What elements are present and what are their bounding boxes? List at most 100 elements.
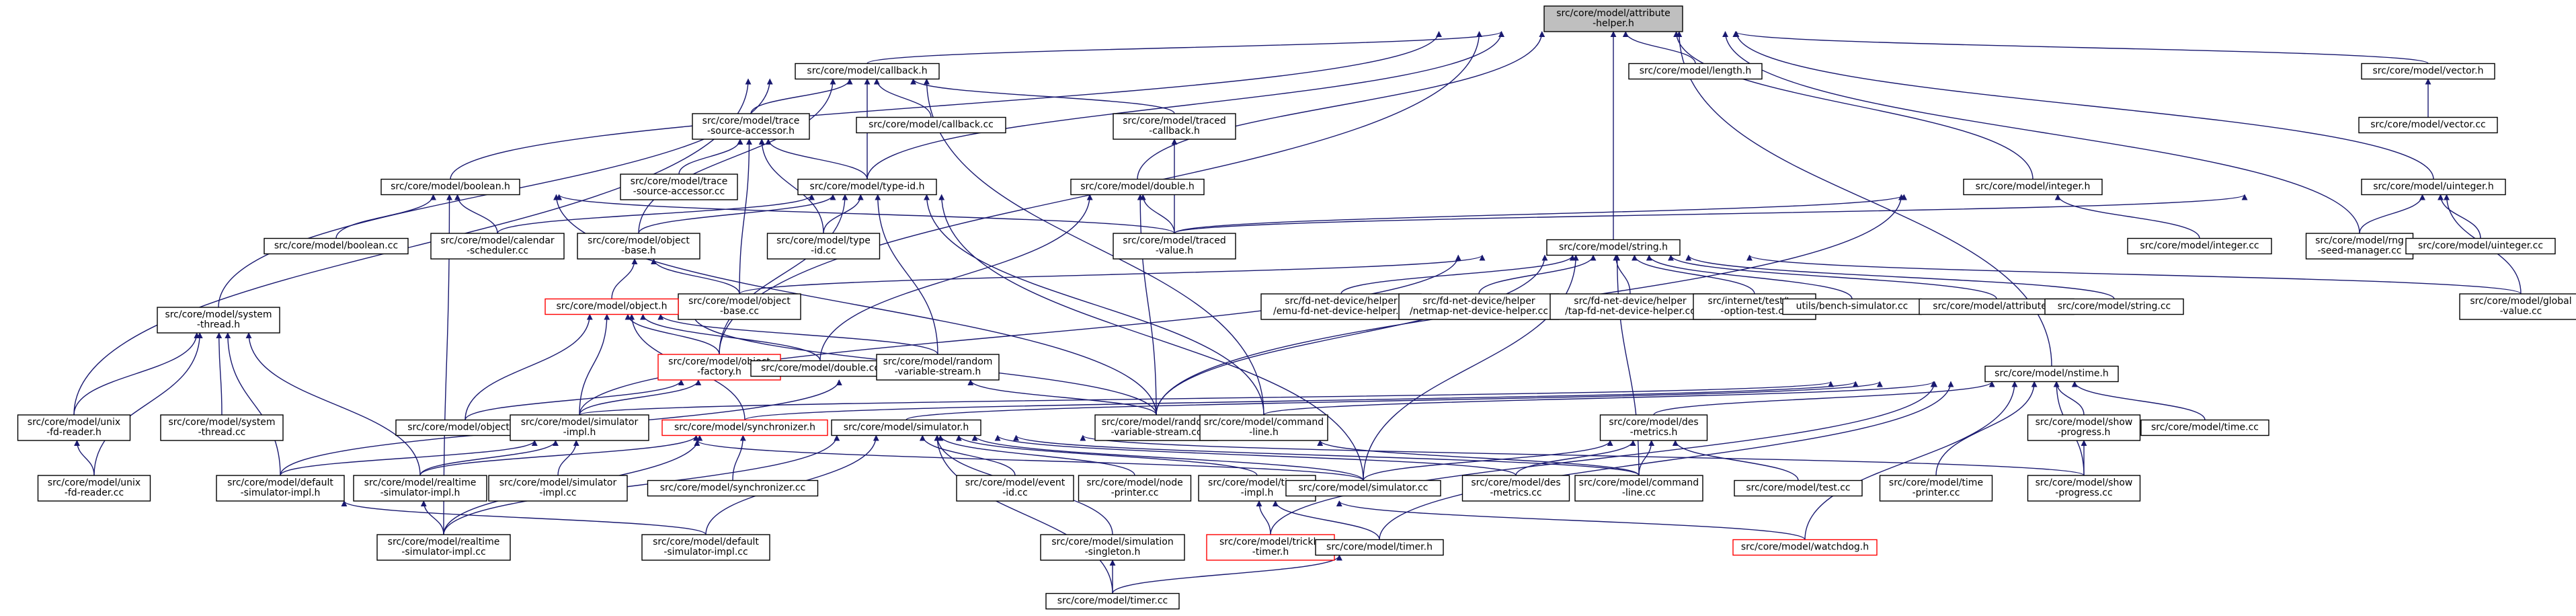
- file-node-uintegercc[interactable]: src/core/model/uinteger.cc: [2405, 237, 2556, 255]
- include-edge-simimpl-to-nstime: [579, 381, 1834, 416]
- file-node-callbackcc[interactable]: src/core/model/callback.cc: [856, 116, 1006, 134]
- file-node-label: -metrics.cc: [1490, 488, 1541, 498]
- file-node-booleancc[interactable]: src/core/model/boolean.cc: [264, 237, 409, 255]
- file-node-rtsimimpl[interactable]: src/core/model/realtime-simulator-impl.h: [353, 475, 487, 502]
- include-edge-nodeprinter-to-simh: [937, 434, 1135, 476]
- file-node-objbase[interactable]: src/core/model/object-base.h: [577, 233, 700, 260]
- file-node-unixfd[interactable]: src/core/model/unix-fd-reader.h: [17, 414, 131, 441]
- file-node-rngseed[interactable]: src/core/model/rng-seed-manager.cc: [2305, 233, 2414, 260]
- include-edge-objbasecc-to-trace: [739, 139, 752, 295]
- file-node-boolean[interactable]: src/core/model/boolean.h: [380, 178, 520, 196]
- file-node-simimpl[interactable]: src/core/model/simulator-impl.h: [510, 414, 649, 441]
- file-node-callback[interactable]: src/core/model/callback.h: [795, 63, 940, 80]
- file-node-vectorcc[interactable]: src/core/model/vector.cc: [2358, 116, 2498, 134]
- include-edge-uinteger-to-attribute: [1733, 31, 2434, 180]
- file-node-doublecc[interactable]: src/core/model/double.cc: [750, 360, 890, 377]
- include-edge-objfactory-to-object: [625, 313, 720, 355]
- file-node-calendar[interactable]: src/core/model/calendar-scheduler.cc: [430, 233, 565, 260]
- file-node-double[interactable]: src/core/model/double.h: [1070, 178, 1205, 196]
- file-node-label: -progress.h: [2058, 427, 2111, 438]
- file-node-attribute[interactable]: src/core/model/attribute-helper.h: [1543, 5, 1683, 32]
- file-node-nodeprinter[interactable]: src/core/model/node-printer.cc: [1078, 475, 1192, 502]
- file-node-objbasecc[interactable]: src/core/model/object-base.cc: [678, 293, 801, 320]
- file-node-tracedcb[interactable]: src/core/model/traced-callback.h: [1113, 113, 1236, 140]
- file-node-simcc[interactable]: src/core/model/simulator.cc: [1285, 479, 1441, 497]
- file-node-eventid[interactable]: src/core/model/event-id.cc: [956, 475, 1074, 502]
- file-node-box: [1984, 365, 2119, 383]
- file-node-systhread[interactable]: src/core/model/system-thread.h: [157, 307, 280, 334]
- file-node-simsingleton[interactable]: src/core/model/simulation-singleton.h: [1040, 534, 1185, 561]
- file-node-simh[interactable]: src/core/model/simulator.h: [831, 419, 981, 436]
- file-node-label: src/core/model/uinteger.cc: [2418, 241, 2543, 252]
- file-node-label: src/internet/test/tcp: [1708, 296, 1802, 307]
- file-node-randvar[interactable]: src/core/model/random-variable-stream.h: [876, 354, 1000, 381]
- file-node-integercc[interactable]: src/core/model/integer.cc: [2127, 237, 2272, 255]
- file-node-tracedval[interactable]: src/core/model/traced-value.h: [1113, 233, 1236, 260]
- file-node-simimplcc[interactable]: src/core/model/simulator-impl.cc: [488, 475, 628, 502]
- file-node-label: src/core/model/simulation: [1051, 537, 1174, 547]
- file-node-netmapfd[interactable]: src/fd-net-device/helper/netmap-net-devi…: [1398, 293, 1560, 320]
- file-node-global[interactable]: src/core/model/global-value.cc: [2459, 293, 2576, 320]
- file-node-label: -metrics.h: [1630, 427, 1678, 438]
- file-node-typeid[interactable]: src/core/model/type-id.h: [797, 178, 937, 196]
- file-node-label: src/core/model/length.h: [1640, 66, 1751, 77]
- file-node-timerh[interactable]: src/core/model/timer.h: [1315, 539, 1444, 556]
- file-node-bench[interactable]: utils/bench-simulator.cc: [1782, 298, 1922, 315]
- include-edge-rngseed-to-uinteger: [2359, 194, 2425, 234]
- include-edge-booleancc-to-boolean: [335, 194, 436, 239]
- file-node-label: src/core/model/object: [668, 356, 770, 367]
- file-node-testcc[interactable]: src/core/model/test.cc: [1734, 479, 1863, 497]
- file-node-stringcc[interactable]: src/core/model/string.cc: [2044, 298, 2184, 315]
- file-node-desmetrics[interactable]: src/core/model/des-metrics.h: [1599, 414, 1708, 441]
- include-edge-simimpl-to-objfactory: [579, 379, 702, 416]
- include-edge-randvarcc-to-string: [1156, 254, 1548, 416]
- file-node-integer[interactable]: src/core/model/integer.h: [1963, 178, 2103, 196]
- file-node-nstime[interactable]: src/core/model/nstime.h: [1984, 365, 2119, 383]
- file-node-box: [1628, 63, 1763, 80]
- file-node-tracecc[interactable]: src/core/model/trace-source-accessor.cc: [620, 174, 738, 200]
- file-node-box: [1199, 414, 1328, 441]
- file-node-cmdline[interactable]: src/core/model/command-line.h: [1199, 414, 1328, 441]
- file-node-label: src/core/model/trickle: [1219, 537, 1322, 547]
- file-node-rtsimimplcc[interactable]: src/core/model/realtime-simulator-impl.c…: [376, 534, 511, 561]
- file-node-typeidcc[interactable]: src/core/model/type-id.cc: [766, 233, 881, 260]
- file-node-label: -impl.h: [1241, 488, 1274, 498]
- file-node-sync[interactable]: src/core/model/synchronizer.h: [661, 419, 828, 436]
- file-node-timercc[interactable]: src/core/model/timer.cc: [1045, 592, 1180, 610]
- file-node-uinteger[interactable]: src/core/model/uinteger.h: [2361, 178, 2506, 196]
- file-node-tcpopt[interactable]: src/internet/test/tcp-option-test.cc: [1693, 293, 1816, 320]
- file-node-label: src/core/model/boolean.h: [391, 182, 510, 192]
- file-node-object[interactable]: src/core/model/object.h: [545, 298, 679, 315]
- file-node-length[interactable]: src/core/model/length.h: [1628, 63, 1763, 80]
- file-node-showprog[interactable]: src/core/model/show-progress.h: [2027, 414, 2141, 441]
- file-node-systhreadcc[interactable]: src/core/model/system-thread.cc: [160, 414, 284, 441]
- file-node-emufd[interactable]: src/fd-net-device/helper/emu-fd-net-devi…: [1260, 293, 1422, 320]
- file-node-attributecc[interactable]: src/core/model/attribute.cc: [1919, 298, 2075, 315]
- file-node-cmdlinecc[interactable]: src/core/model/command-line.cc: [1574, 475, 1703, 502]
- file-node-tapfd[interactable]: src/fd-net-device/helper/tap-fd-net-devi…: [1549, 293, 1711, 320]
- file-node-label: src/core/model/random: [1102, 417, 1211, 428]
- include-edge-timeprinter-to-nstime: [1935, 381, 2038, 476]
- file-node-desmetricscc[interactable]: src/core/model/des-metrics.cc: [1461, 475, 1570, 502]
- file-node-label: src/fd-net-device/helper: [1422, 296, 1535, 307]
- file-node-box: [2027, 475, 2141, 502]
- file-node-trickle[interactable]: src/core/model/trickle-timer.h: [1206, 534, 1335, 561]
- file-node-watchdog[interactable]: src/core/model/watchdog.h: [1732, 539, 1878, 556]
- file-node-timerimpl[interactable]: src/core/model/timer-impl.h: [1198, 475, 1316, 502]
- file-node-synccc[interactable]: src/core/model/synchronizer.cc: [647, 479, 819, 497]
- file-node-timecc[interactable]: src/core/model/time.cc: [2140, 419, 2269, 436]
- file-node-trace[interactable]: src/core/model/trace-source-accessor.h: [692, 113, 810, 140]
- file-node-defsimimpl[interactable]: src/core/model/default-simulator-impl.h: [216, 475, 345, 502]
- include-edge-trickle-to-nstime: [1270, 381, 1938, 535]
- file-node-label: src/core/model/callback.cc: [869, 120, 994, 130]
- file-node-unixfdcc[interactable]: src/core/model/unix-fd-reader.cc: [37, 475, 151, 502]
- include-edge-watchdog-to-timerimpl: [1336, 500, 1806, 541]
- file-node-showprogcc[interactable]: src/core/model/show-progress.cc: [2027, 475, 2141, 502]
- file-node-timeprinter[interactable]: src/core/model/time-printer.cc: [1879, 475, 1993, 502]
- file-node-randvarcc[interactable]: src/core/model/random-variable-stream.cc: [1094, 414, 1218, 441]
- file-node-string[interactable]: src/core/model/string.h: [1546, 239, 1681, 256]
- include-edge-systhreadcc-to-systhread: [216, 332, 223, 416]
- file-node-vector[interactable]: src/core/model/vector.h: [2361, 63, 2495, 80]
- file-node-defsimimplcc[interactable]: src/core/model/default-simulator-impl.cc: [641, 534, 770, 561]
